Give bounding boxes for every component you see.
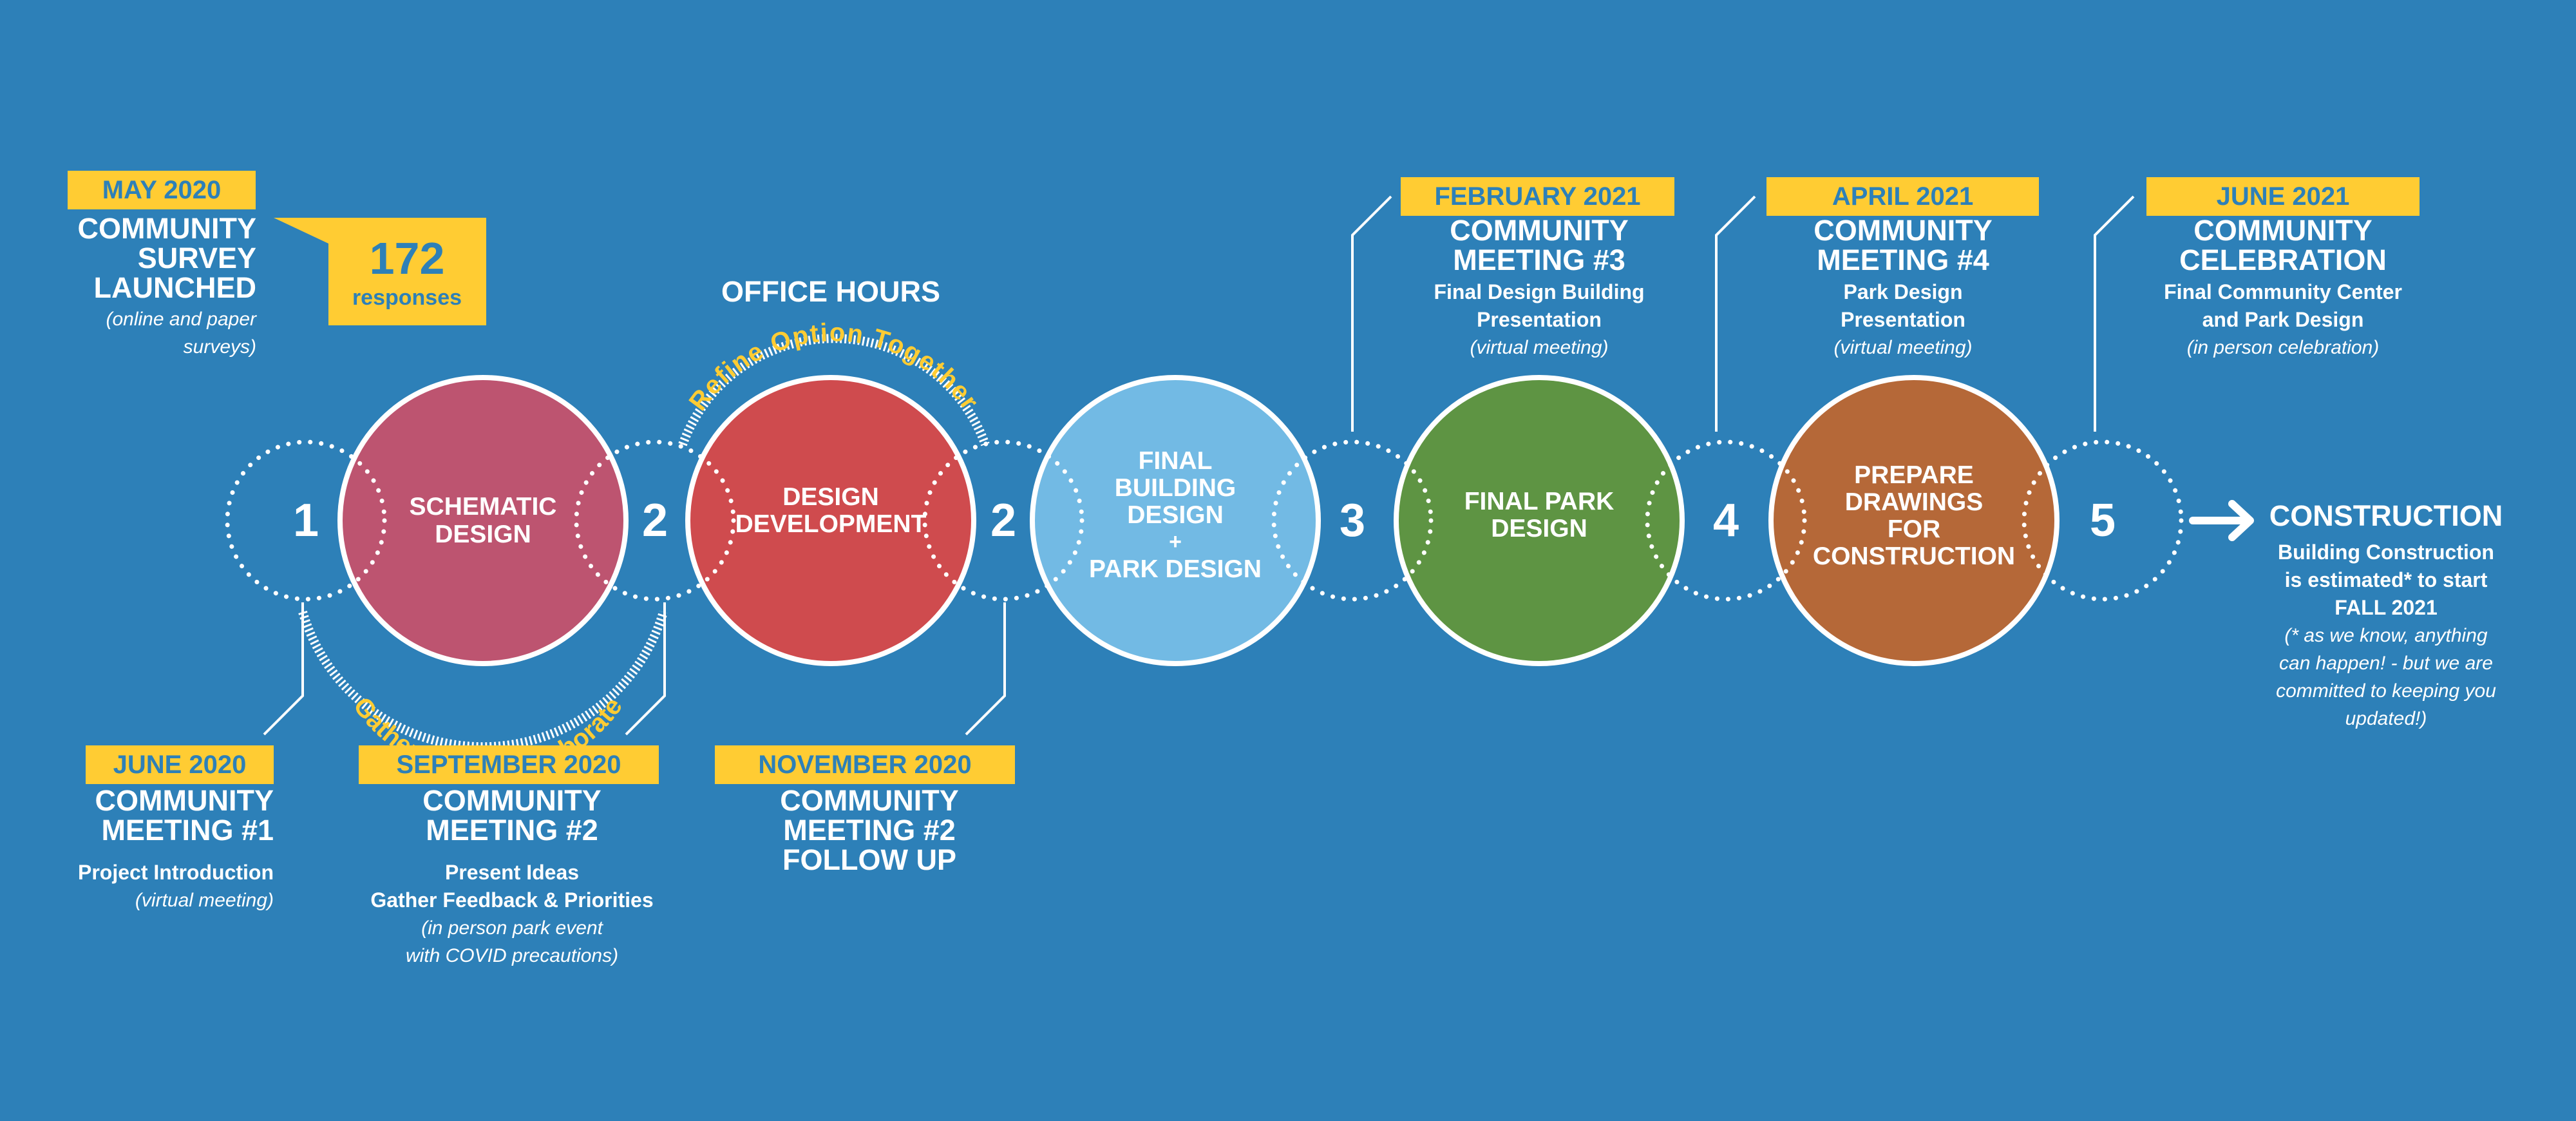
meeting-title-april-2021: COMMUNITY MEETING #4 <box>1814 214 1993 276</box>
connector-line-april-2021 <box>1715 195 1756 432</box>
meeting-details-june-2021: Final Community Center and Park Design (… <box>2164 280 2402 358</box>
meeting-number: 4 <box>1713 495 1739 546</box>
date-tag-february-2021: FEBRUARY 2021 <box>1401 177 1674 216</box>
construction-arrow-icon <box>2189 500 2254 541</box>
phase-label-schematic: SCHEMATIC <box>410 493 557 521</box>
connector-line-september-2020 <box>625 602 666 736</box>
meeting-marker-3: 3 <box>1271 439 1434 602</box>
phase-label-building: DESIGN <box>1127 501 1224 529</box>
phase-label-park: DESIGN <box>1491 515 1587 542</box>
meeting-details-june-2020: Project Introduction (virtual meeting) <box>78 861 274 911</box>
connector-line-february-2021 <box>1351 195 1392 432</box>
phase-label-building-plus: + <box>1169 530 1182 554</box>
phase-circle-prepare: PREPARE DRAWINGS FOR CONSTRUCTION <box>1768 375 2060 666</box>
meeting-details-february-2021: Final Design Building Presentation (virt… <box>1434 280 1645 358</box>
office-hours-arc-band <box>678 334 990 446</box>
phase-label-park: FINAL PARK <box>1464 488 1615 515</box>
construction-title: CONSTRUCTION <box>2269 499 2503 532</box>
phase-label-prepare: FOR <box>1888 515 1940 543</box>
connector-line-june-2020 <box>263 602 304 736</box>
meeting-number: 3 <box>1340 495 1365 546</box>
meeting-marker-2: 2 <box>574 439 736 602</box>
phase-circle-park: FINAL PARK DESIGN <box>1394 375 1685 666</box>
meeting-marker-4: 4 <box>1645 439 1807 602</box>
phase-circle-development: DESIGN DEVELOPMENT <box>685 375 976 666</box>
phase-label-building: FINAL <box>1139 447 1213 475</box>
phase-label-prepare: PREPARE <box>1854 461 1974 489</box>
phase-label-prepare: DRAWINGS <box>1845 488 1984 516</box>
meeting-marker-1: 1 <box>225 439 387 602</box>
meeting-title-june-2021: COMMUNITY CELEBRATION <box>2179 214 2387 276</box>
phase-circle-building: FINAL BUILDING DESIGN + PARK DESIGN <box>1030 375 1321 666</box>
date-tag-june-2021: JUNE 2021 <box>2146 177 2420 216</box>
phase-label-building: BUILDING <box>1115 474 1236 502</box>
phase-label-building: PARK DESIGN <box>1089 555 1262 583</box>
office-hours-title: OFFICE HOURS <box>721 275 940 308</box>
phase-label-prepare: CONSTRUCTION <box>1813 542 2015 570</box>
date-tag-november-2020: NOVEMBER 2020 <box>715 745 1015 784</box>
meeting-details-september-2020: Present Ideas Gather Feedback & Prioriti… <box>370 861 654 966</box>
meeting-details-april-2021: Park Design Presentation (virtual meetin… <box>1833 280 1973 358</box>
date-tag-may-2020: MAY 2020 <box>68 171 256 209</box>
phase-label-development: DEVELOPMENT <box>735 510 927 538</box>
date-tag-june-2020: JUNE 2020 <box>86 745 274 784</box>
survey-response-label: responses <box>352 285 462 310</box>
meeting-number: 5 <box>2090 495 2116 546</box>
meeting-number: 2 <box>642 495 668 546</box>
meeting-title-september-2020: COMMUNITY MEETING #2 <box>422 784 601 847</box>
date-tag-april-2021: APRIL 2021 <box>1766 177 2039 216</box>
construction-details: Building Construction is estimated* to s… <box>2276 541 2496 729</box>
phase-label-schematic: DESIGN <box>435 521 531 548</box>
survey-note: (online and paper surveys) <box>106 309 256 358</box>
meeting-title-june-2020: COMMUNITY MEETING #1 <box>95 784 274 847</box>
survey-title: COMMUNITY SURVEY LAUNCHED <box>77 212 256 304</box>
date-tag-september-2020: SEPTEMBER 2020 <box>359 745 659 784</box>
connector-line-june-2021 <box>2094 195 2135 432</box>
survey-callout-box <box>274 218 486 325</box>
phase-label-development: DESIGN <box>782 483 879 511</box>
connector-line-november-2020 <box>965 602 1006 736</box>
meeting-title-february-2021: COMMUNITY MEETING #3 <box>1450 214 1629 276</box>
phase-circle-schematic: SCHEMATIC DESIGN <box>337 375 629 666</box>
survey-response-count: 172 <box>370 233 445 283</box>
meeting-marker-5: 5 <box>2022 439 2184 602</box>
meeting-number: 2 <box>990 495 1016 546</box>
meeting-title-november-2020: COMMUNITY MEETING #2 FOLLOW UP <box>780 784 959 876</box>
meeting-number: 1 <box>293 495 319 546</box>
meeting-marker-2-follow-up: 2 <box>922 439 1084 602</box>
